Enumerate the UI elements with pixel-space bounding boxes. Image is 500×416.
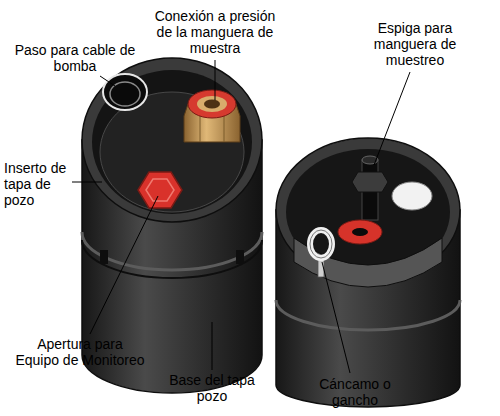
red-collar — [188, 90, 236, 118]
callout-label: Conexión a presión de la manguera de mue… — [150, 8, 280, 56]
collar-bore — [352, 228, 368, 236]
cap-notch — [236, 250, 244, 264]
leader-line — [215, 60, 216, 100]
callout-label: Base del tapa pozo — [168, 372, 256, 404]
cutaway-wall — [294, 238, 442, 287]
callout-label: Paso para cable de bomba — [10, 42, 140, 74]
cap-ledge — [276, 300, 460, 330]
monitoring-opening — [138, 172, 182, 208]
cap-ledge-shadow — [82, 240, 262, 278]
white-plug — [392, 182, 432, 210]
monitoring-opening-inner — [146, 179, 174, 201]
eyebolt-ring — [310, 230, 332, 258]
fitting-bore — [204, 100, 220, 109]
leader-line — [322, 262, 350, 373]
right-well-cap — [276, 138, 460, 407]
spigot-nut — [352, 172, 388, 192]
callout-label: Espiga para manguera de muestreo — [350, 20, 480, 68]
red-collar — [338, 220, 382, 244]
callout-label: Cáncamo o gancho — [310, 376, 400, 408]
leader-lines — [72, 60, 410, 373]
brass-ring — [197, 96, 227, 112]
leader-line — [212, 322, 213, 370]
cap-rim — [82, 58, 262, 222]
leader-line — [374, 72, 410, 165]
callout-label: Inserto de tapa de pozo — [4, 160, 76, 208]
cap-inner — [92, 70, 252, 214]
cap-ledge — [82, 232, 262, 270]
brass-facet — [200, 116, 201, 142]
eyebolt-outline — [310, 230, 332, 258]
leader-line — [72, 182, 102, 183]
leader-line — [100, 76, 115, 86]
cap-notch — [100, 250, 108, 264]
callout-label: Apertura para Equipo de Monitoreo — [15, 336, 145, 368]
leader-line — [90, 196, 158, 334]
cable-hole — [103, 74, 147, 110]
brass-facet — [224, 116, 225, 142]
